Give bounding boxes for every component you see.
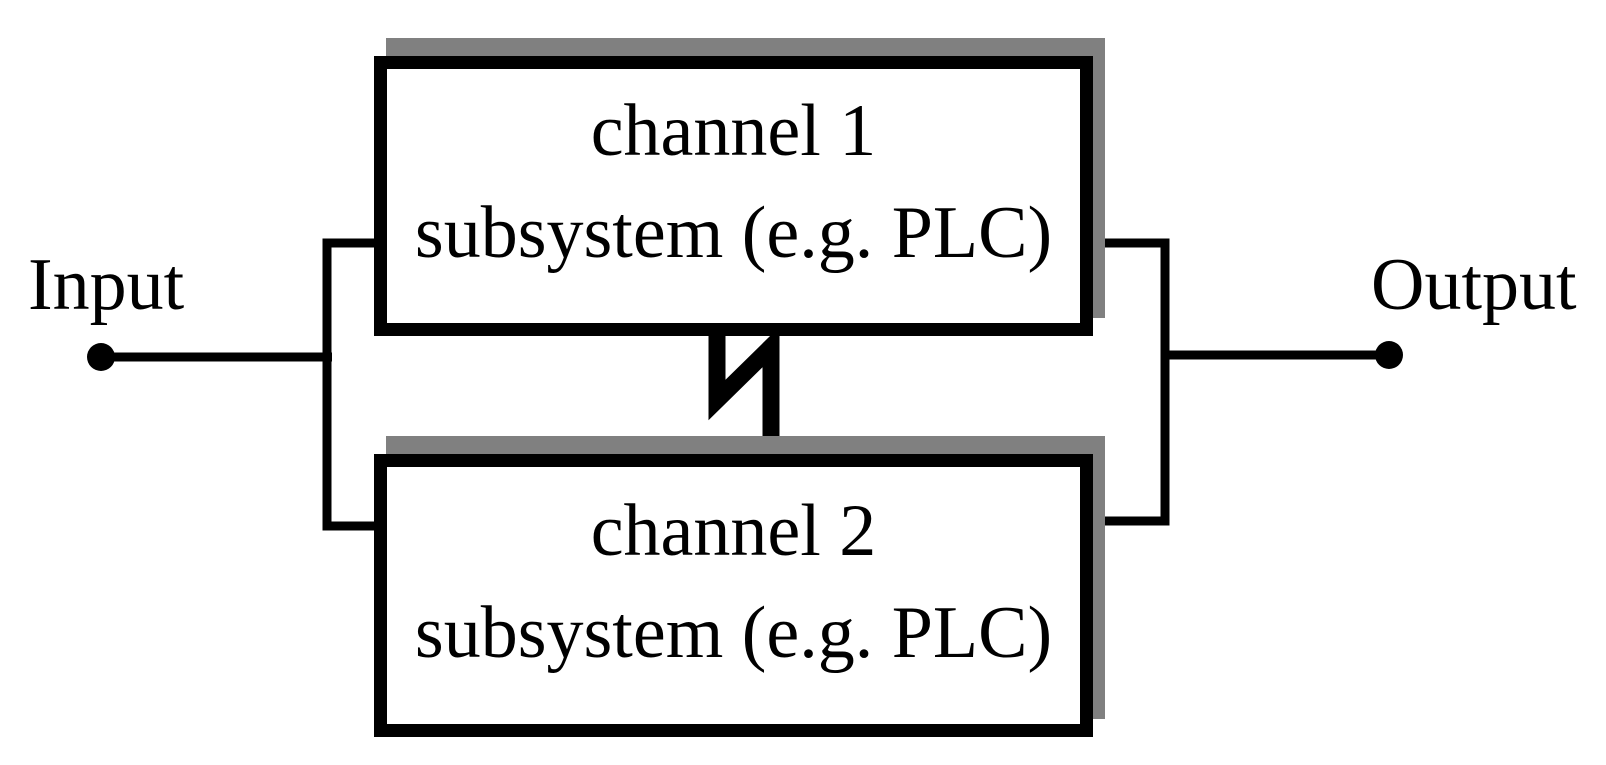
channel-1-subtitle: subsystem (e.g. PLC) bbox=[414, 192, 1053, 274]
channel-2-label: channel 2 subsystem (e.g. PLC) bbox=[374, 454, 1093, 737]
channel-2-box bbox=[374, 454, 1093, 737]
channel-2-subtitle: subsystem (e.g. PLC) bbox=[414, 591, 1053, 674]
channel-1-box bbox=[374, 56, 1093, 336]
channel-2-title: channel 2 bbox=[590, 489, 877, 572]
channel-1-title: channel 1 bbox=[590, 90, 877, 172]
input-terminal-dot bbox=[87, 343, 115, 371]
output-terminal-dot bbox=[1375, 341, 1403, 369]
left-branch-wire bbox=[322, 238, 380, 531]
output-label: Output bbox=[1371, 244, 1577, 326]
channel-1-label: channel 1 subsystem (e.g. PLC) bbox=[374, 56, 1093, 336]
right-branch-wire bbox=[1100, 238, 1170, 526]
input-label: Input bbox=[28, 244, 185, 326]
interconnect-bolt-icon bbox=[708, 326, 780, 445]
